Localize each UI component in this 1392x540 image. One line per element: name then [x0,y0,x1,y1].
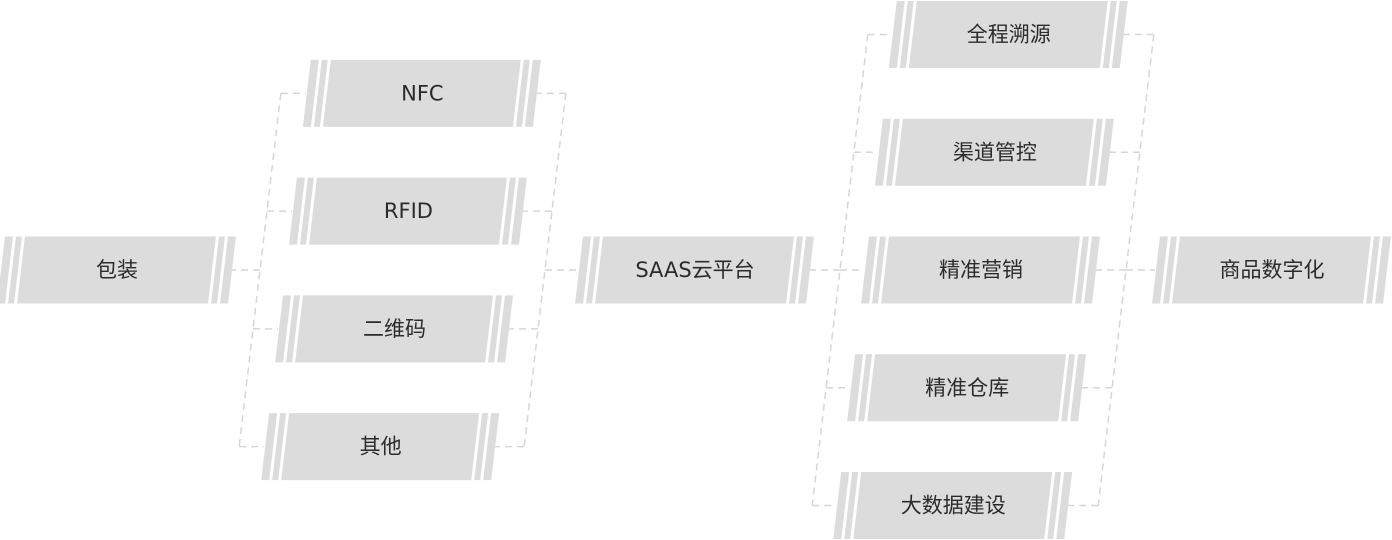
stripe-left-inner [1163,236,1177,304]
node-box [595,236,794,304]
stripe-right-inner [211,236,225,304]
node-box [295,295,494,363]
stripe-left-inner [313,59,328,127]
stripe-right-outer [1070,354,1087,422]
node-box [281,413,480,481]
stripe-right-inner [488,295,503,363]
stripe-left-inner [299,177,314,245]
stripe-left-outer [861,236,877,304]
stripe-right-outer [510,177,527,245]
stripe-right-outer [483,413,500,481]
stripe-left-inner [872,236,886,304]
node: 其他 [261,413,500,481]
stripe-left-outer [833,472,850,539]
stripe-right-inner [1075,236,1089,304]
node: 渠道管控 [874,118,1114,186]
node-label: 包装 [96,258,138,282]
node-box [17,236,216,304]
stripe-left-inner [586,236,600,304]
stripe-right-outer [1375,236,1391,304]
node-box [881,236,1080,304]
stripe-right-outer [1097,118,1114,186]
stripe-right-inner [789,236,803,304]
stripe-left-inner [885,118,900,186]
node-label: 其他 [360,435,402,459]
stripe-left-inner [8,236,22,304]
stripe-left-inner [899,1,914,68]
stripe-right-outer [798,236,814,304]
stripe-left-inner [272,413,287,481]
stripe-left-outer [888,1,905,68]
node: 二维码 [275,295,514,363]
node-label: 精准营销 [939,258,1023,282]
stripe-right-inner [474,413,489,481]
node-box [308,177,507,245]
stripe-right-inner [1061,354,1076,422]
stripe-left-outer [0,236,13,304]
node: 精准仓库 [847,354,1087,422]
stripe-left-inner [858,354,873,422]
stripe-right-outer [1056,472,1073,539]
stripe-right-inner [1366,236,1380,304]
stripe-left-inner [286,295,301,363]
node-box [867,354,1067,422]
node: RFID [288,177,527,245]
node-label: 大数据建设 [901,494,1006,518]
node-box [908,1,1108,68]
stripe-left-outer [288,177,305,245]
stripe-right-outer [497,295,514,363]
stripe-right-inner [1088,118,1103,186]
stripe-left-outer [1152,236,1168,304]
stripe-right-inner [1047,472,1062,539]
node-label: RFID [384,199,433,223]
node-label: NFC [401,81,443,105]
node: SAAS云平台 [575,236,814,304]
node-box [853,472,1053,539]
node: 精准营销 [861,236,1100,304]
stripe-left-outer [275,295,292,363]
stripe-left-outer [302,59,319,127]
node: 全程溯源 [888,1,1128,68]
node-box [1172,236,1371,304]
node-label: 二维码 [363,317,426,341]
node-label: 全程溯源 [967,23,1051,47]
node: 包装 [0,236,236,304]
stripe-right-outer [220,236,236,304]
node: 大数据建设 [833,472,1073,539]
stripe-left-outer [261,413,278,481]
stripe-left-outer [847,354,864,422]
stripe-left-outer [874,118,891,186]
node: NFC [302,59,541,127]
stripe-right-outer [1084,236,1100,304]
stripe-right-inner [501,177,516,245]
connectors [232,33,1155,507]
node-label: SAAS云平台 [635,258,754,282]
node: 商品数字化 [1152,236,1391,304]
stripe-right-inner [515,59,530,127]
node-label: 渠道管控 [953,140,1037,164]
stripe-left-outer [575,236,591,304]
stripe-right-inner [1102,1,1117,68]
node-label: 商品数字化 [1220,258,1325,282]
stripe-left-inner [844,472,859,539]
stripe-right-outer [1111,1,1128,68]
node-box [322,59,521,127]
node-label: 精准仓库 [925,376,1009,400]
node-box [894,118,1094,186]
stripe-right-outer [524,59,541,127]
